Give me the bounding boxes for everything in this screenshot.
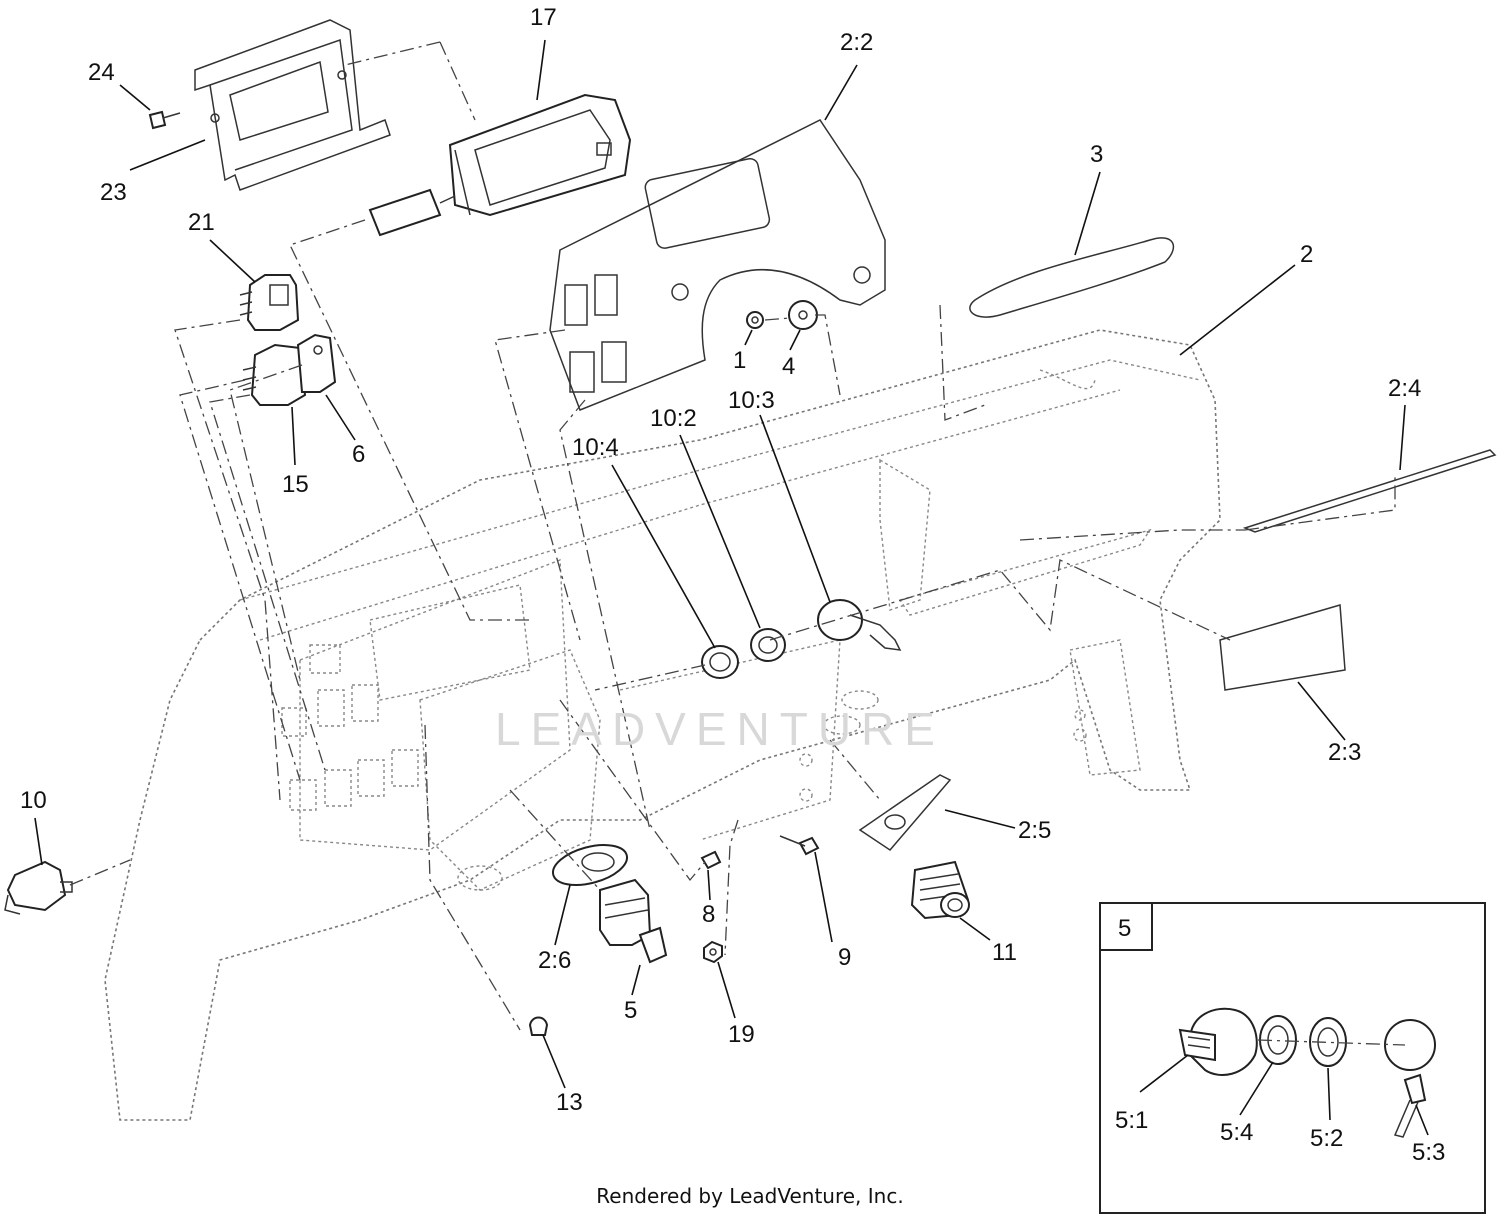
callout-10-4: 10:4 bbox=[572, 434, 619, 461]
gasket-2-6 bbox=[552, 844, 628, 886]
callout-inset-5: 5 bbox=[1118, 915, 1131, 942]
callout-5-3: 5:3 bbox=[1412, 1139, 1445, 1166]
callout-5: 5 bbox=[624, 997, 637, 1024]
callout-5-2: 5:2 bbox=[1310, 1125, 1343, 1152]
inset-panel-5 bbox=[1099, 902, 1486, 1214]
callout-labels: 17 24 23 2:2 3 2 21 15 6 1 4 10:4 10:2 1… bbox=[20, 4, 1445, 1166]
callout-9: 9 bbox=[838, 944, 851, 971]
switch-6 bbox=[296, 333, 337, 393]
dashboard-housing bbox=[104, 329, 1221, 1121]
bolt-8 bbox=[700, 850, 722, 870]
switch-21 bbox=[239, 274, 300, 331]
screw-24 bbox=[148, 110, 181, 130]
callout-24: 24 bbox=[88, 59, 115, 86]
mounting-bracket bbox=[194, 19, 391, 191]
instrument-cluster bbox=[368, 93, 632, 237]
callout-4: 4 bbox=[782, 353, 795, 380]
key-5-3 bbox=[1384, 1019, 1436, 1138]
clip-13 bbox=[528, 1016, 549, 1036]
callout-2: 2 bbox=[1300, 241, 1313, 268]
credit-text: Rendered by LeadVenture, Inc. bbox=[596, 1184, 903, 1208]
callout-5-1: 5:1 bbox=[1115, 1107, 1148, 1134]
callout-2-5: 2:5 bbox=[1018, 817, 1051, 844]
nut-1 bbox=[746, 311, 764, 329]
bezel-decal bbox=[549, 119, 886, 411]
decal-2-5 bbox=[858, 774, 952, 851]
callout-13: 13 bbox=[556, 1089, 583, 1116]
leader-lines bbox=[34, 39, 1406, 1089]
callout-10-2: 10:2 bbox=[650, 405, 697, 432]
callout-17: 17 bbox=[530, 4, 557, 31]
callout-2-6: 2:6 bbox=[538, 947, 571, 974]
callout-2-2: 2:2 bbox=[840, 29, 873, 56]
callout-3: 3 bbox=[1090, 141, 1103, 168]
callout-5-4: 5:4 bbox=[1220, 1119, 1253, 1146]
nut-5-2 bbox=[1309, 1017, 1347, 1067]
callout-8: 8 bbox=[702, 901, 715, 928]
ring-10-4 bbox=[701, 645, 739, 679]
rotary-switch-10 bbox=[4, 860, 73, 915]
callout-11: 11 bbox=[992, 939, 1017, 966]
assembly-lines bbox=[69, 41, 1396, 1031]
bolt-9 bbox=[779, 835, 820, 856]
watermark: LEADVENTURE bbox=[495, 703, 945, 755]
nut-19 bbox=[703, 940, 723, 964]
key-10-3 bbox=[817, 599, 902, 651]
grab-handle bbox=[969, 237, 1175, 318]
callout-2-3: 2:3 bbox=[1328, 739, 1361, 766]
callout-10: 10 bbox=[20, 787, 47, 814]
washer-4 bbox=[788, 300, 818, 330]
power-socket-11 bbox=[910, 860, 970, 920]
callout-6: 6 bbox=[352, 441, 365, 468]
ignition-body-5-1 bbox=[1178, 1007, 1258, 1076]
inset-frame bbox=[1099, 902, 1486, 1214]
decal-2-3 bbox=[1219, 604, 1346, 691]
ignition-switch-5 bbox=[599, 878, 668, 964]
nut-10-2 bbox=[750, 628, 786, 662]
callout-21: 21 bbox=[188, 209, 215, 236]
callout-15: 15 bbox=[282, 471, 309, 498]
switch-15 bbox=[242, 343, 307, 406]
callout-10-3: 10:3 bbox=[728, 387, 775, 414]
callout-19: 19 bbox=[728, 1021, 755, 1048]
decal-2-4 bbox=[1242, 449, 1497, 533]
callout-23: 23 bbox=[100, 179, 127, 206]
callout-2-4: 2:4 bbox=[1388, 375, 1421, 402]
callout-1: 1 bbox=[733, 347, 746, 374]
